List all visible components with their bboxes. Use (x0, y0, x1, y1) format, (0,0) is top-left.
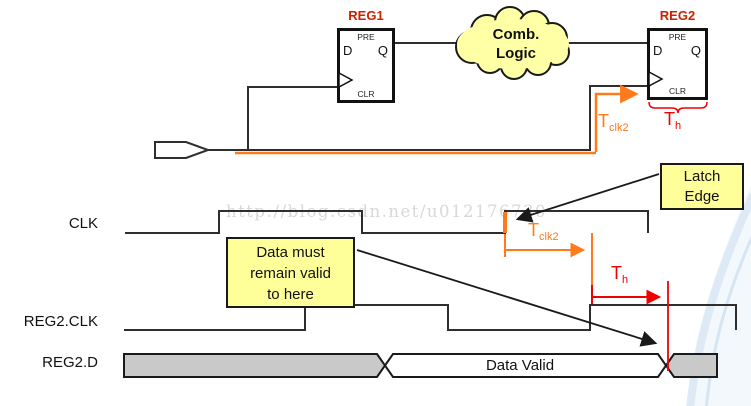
th-circuit-main: T (664, 109, 675, 129)
data-valid-label: Data Valid (485, 357, 555, 374)
reg1-box: PRE D Q CLR (337, 28, 395, 103)
bus-segment-old-data (123, 353, 387, 378)
data-must-line1: Data must (256, 244, 325, 261)
reg2clk-waveform (124, 304, 737, 331)
tclk2-timing-label: Tclk2 (528, 221, 559, 246)
data-must-line2: remain valid (250, 265, 331, 282)
clk-row-label: CLK (68, 215, 98, 232)
th-timing-label: Th (611, 264, 628, 289)
tclk2-timing-main: T (528, 220, 539, 240)
reg2-d-pin-label: D (653, 43, 663, 58)
reg2-pre-label: PRE (668, 32, 687, 42)
background-swoosh-stroke (686, 193, 751, 406)
bus-segment-new-data (664, 353, 718, 378)
reg1-q-pin-label: Q (377, 43, 388, 58)
reg2-title: REG2 (659, 8, 696, 23)
reg1-pre-label: PRE (357, 32, 375, 42)
comb-logic-line1: Comb. (492, 26, 540, 43)
data-must-remain-valid-callout: Data must remain valid to here (226, 237, 355, 308)
data-must-line3: to here (267, 286, 314, 303)
clock-pin-icon (154, 141, 211, 159)
reg2-q-pin-label: Q (690, 43, 701, 58)
latch-edge-line2: Edge (684, 188, 720, 205)
tclk2-circuit-sub: clk2 (609, 122, 629, 134)
clock-wire-reg1-branch (247, 86, 337, 150)
watermark-text: http://blog.csdn.net/u012176730 (226, 202, 548, 221)
tclk2-circuit-main: T (598, 111, 609, 131)
clock-wire-orange-tclk2-path (235, 94, 636, 155)
th-circuit-label: Th (664, 110, 681, 135)
tclk2-circuit-label: Tclk2 (598, 112, 629, 137)
comb-logic-label: Comb. Logic (461, 25, 571, 63)
background-swoosh-fill (687, 185, 751, 406)
latch-edge-callout: Latch Edge (660, 163, 744, 210)
reg1-clr-label: CLR (357, 89, 375, 99)
reg2-box: PRE D Q CLR (647, 28, 708, 100)
th-timing-main: T (611, 263, 622, 283)
comb-logic-line2: Logic (496, 45, 536, 62)
clock-wire-black (208, 85, 647, 151)
th-timing-sub: h (622, 274, 629, 286)
latch-edge-line1: Latch (683, 168, 721, 185)
reg1-d-pin-label: D (343, 43, 353, 58)
reg1-title: REG1 (348, 8, 384, 23)
reg2clk-row-label: REG2.CLK (23, 313, 98, 330)
th-circuit-sub: h (675, 120, 682, 132)
background-swoosh-stroke-2 (704, 235, 751, 406)
reg2-clr-label: CLR (668, 86, 686, 96)
reg2d-row-label: REG2.D (42, 354, 98, 371)
tclk2-timing-sub: clk2 (539, 231, 559, 243)
